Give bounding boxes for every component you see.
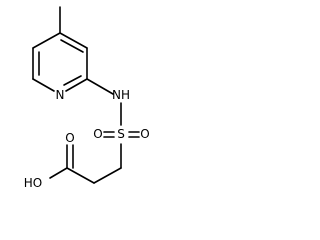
bond-c2-n1-inner bbox=[63, 75, 82, 86]
pyridine-ring bbox=[32, 6, 88, 92]
bond-c2-n1 bbox=[65, 78, 88, 92]
bond-c-oh bbox=[49, 167, 68, 179]
chemical-structure: N NH S O O O HO bbox=[24, 6, 150, 190]
bond-c4-c3 bbox=[59, 32, 88, 49]
sulfonamide-group bbox=[86, 78, 140, 138]
sulfonyl-oxygen-right-label: O bbox=[140, 127, 149, 141]
pyridine-nitrogen-label: N bbox=[56, 88, 65, 102]
bond-c2-nh bbox=[86, 78, 114, 95]
sulfur-label: S bbox=[117, 127, 125, 141]
bond-ch2-ch2 bbox=[93, 167, 122, 184]
carbonyl-oxygen-label: O bbox=[65, 131, 74, 145]
bond-c5-c4 bbox=[32, 32, 61, 49]
bond-ch2-carboxyl bbox=[66, 167, 95, 184]
bond-c4-c3-inner bbox=[60, 39, 84, 53]
amine-nh-label: NH bbox=[112, 88, 130, 102]
bond-n1-c6 bbox=[32, 78, 55, 92]
propanoic-acid-chain bbox=[49, 143, 122, 184]
hydroxyl-label: HO bbox=[24, 176, 42, 190]
sulfonyl-oxygen-left-label: O bbox=[93, 127, 102, 141]
